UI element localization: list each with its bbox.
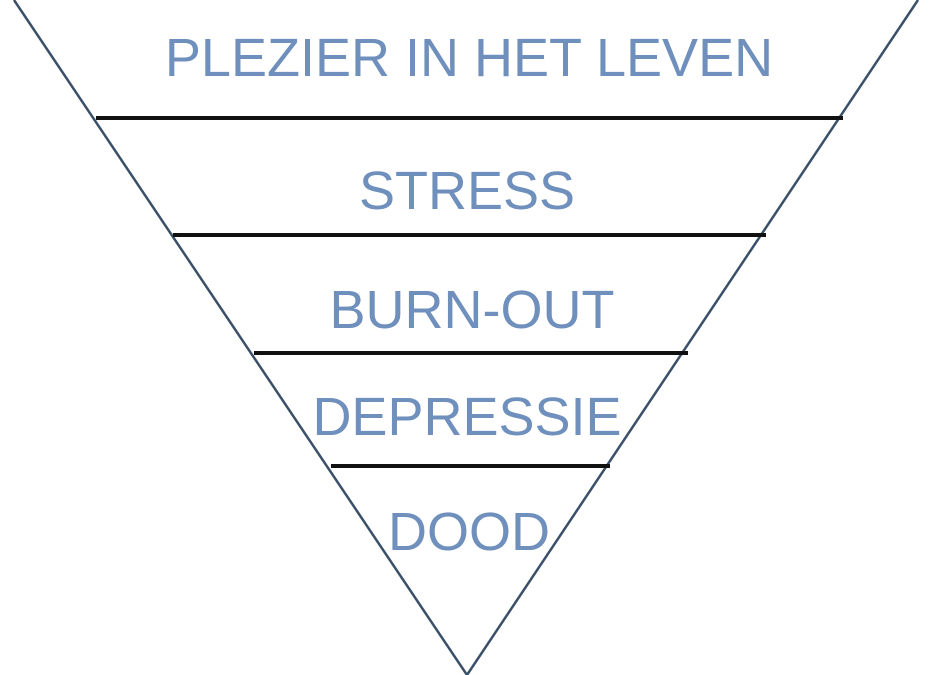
level-label-stress: STRESS (359, 161, 575, 221)
level-label-plezier: PLEZIER IN HET LEVEN (165, 28, 773, 88)
triangle-right-edge (465, 0, 920, 675)
level-label-dood: DOOD (388, 502, 550, 562)
triangle-left-edge (12, 0, 469, 675)
level-label-burn-out: BURN-OUT (330, 280, 615, 340)
level-label-depressie: DEPRESSIE (312, 387, 621, 447)
